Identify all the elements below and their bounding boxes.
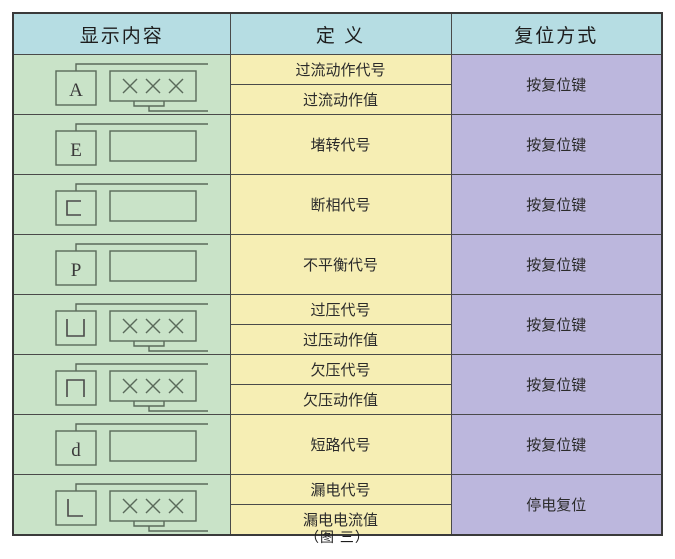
table-row: 过压代号按复位键 xyxy=(12,294,663,355)
header-display-content: 显示内容 xyxy=(12,12,231,55)
table-row: 欠压动作值 xyxy=(13,384,662,415)
table-row: 漏电电流值 xyxy=(13,504,662,536)
display-content-cell-C xyxy=(12,174,231,235)
svg-text:d: d xyxy=(71,440,81,461)
display-content-cell-E: E xyxy=(12,114,231,175)
svg-text:A: A xyxy=(69,80,83,101)
table-row: 漏电代号停电复位 xyxy=(12,474,663,536)
reset-method-cell: 按复位键 xyxy=(450,414,663,475)
display-content-cell-d: d xyxy=(12,414,231,475)
definition-cell: 过流动作代号 xyxy=(229,54,452,85)
header-definition: 定 义 xyxy=(229,12,452,55)
table-row: 过压动作值 xyxy=(13,324,662,355)
definition-cell: 过压动作值 xyxy=(229,324,452,355)
reset-method-cell: 按复位键 xyxy=(450,174,663,235)
display-content-cell-U xyxy=(12,294,231,355)
table-header: 显示内容 定 义 复位方式 xyxy=(12,12,663,55)
display-content-cell-n xyxy=(12,354,231,415)
definition-cell: 不平衡代号 xyxy=(229,234,452,295)
led-display-glyph-P: P xyxy=(42,240,208,290)
led-display-glyph-U xyxy=(42,300,208,352)
definition-cell: 过压代号 xyxy=(229,294,452,325)
definition-cell: 欠压代号 xyxy=(229,354,452,385)
table-row: d 短路代号按复位键 xyxy=(12,414,663,475)
display-content-cell-A: A xyxy=(12,54,231,115)
svg-text:E: E xyxy=(70,140,82,161)
reset-method-cell: 按复位键 xyxy=(450,354,663,415)
led-display-glyph-C xyxy=(42,180,208,230)
definition-cell: 欠压动作值 xyxy=(229,384,452,415)
definition-cell: 漏电代号 xyxy=(229,474,452,505)
definition-cell: 短路代号 xyxy=(229,414,452,475)
reset-method-cell: 停电复位 xyxy=(450,474,663,536)
definition-cell: 堵转代号 xyxy=(229,114,452,175)
definition-cell: 断相代号 xyxy=(229,174,452,235)
led-display-glyph-n xyxy=(42,360,208,412)
reset-method-cell: 按复位键 xyxy=(450,114,663,175)
header-row: 显示内容 定 义 复位方式 xyxy=(12,12,663,55)
table-row: 欠压代号按复位键 xyxy=(12,354,663,415)
led-display-glyph-E: E xyxy=(42,120,208,170)
display-content-cell-P: P xyxy=(12,234,231,295)
led-display-glyph-d: d xyxy=(42,420,208,470)
definition-cell: 漏电电流值 xyxy=(229,504,452,536)
reset-method-cell: 按复位键 xyxy=(450,294,663,355)
table-row: A 过流动作代号按复位键 xyxy=(12,54,663,115)
svg-text:P: P xyxy=(70,260,81,281)
table-row: 断相代号按复位键 xyxy=(12,174,663,235)
display-content-cell-L xyxy=(12,474,231,536)
table-row: P 不平衡代号按复位键 xyxy=(12,234,663,295)
table-row: E 堵转代号按复位键 xyxy=(12,114,663,175)
led-display-glyph-L xyxy=(42,480,208,532)
reset-method-cell: 按复位键 xyxy=(450,54,663,115)
header-reset-method: 复位方式 xyxy=(450,12,663,55)
led-display-glyph-A: A xyxy=(42,60,208,112)
definition-cell: 过流动作值 xyxy=(229,84,452,115)
reset-method-cell: 按复位键 xyxy=(450,234,663,295)
figure-caption: （图 三） xyxy=(305,529,370,545)
